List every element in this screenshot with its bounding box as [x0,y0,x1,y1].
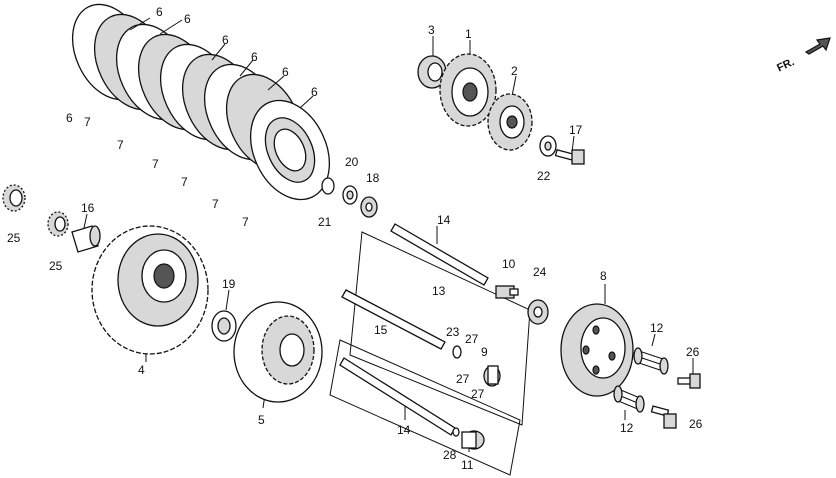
callout-3: 3 [428,23,435,37]
front-direction-label: FR. [775,56,796,74]
callout-6: 6 [156,5,163,19]
washer-21 [321,177,335,195]
nut-18 [360,196,378,218]
clip-23 [452,345,462,359]
callout-17: 17 [569,123,583,137]
reference-numbers: 6 6 6 6 6 6 6 7 7 7 7 7 7 3 1 2 17 22 20… [7,5,703,472]
needle-bearing-25-lower [47,211,69,237]
collar-16 [71,225,101,253]
callout-22: 22 [537,169,551,183]
gear-1 [439,53,497,127]
callout-27: 27 [456,372,470,386]
callout-6: 6 [222,33,229,47]
clutch-outer-4 [91,225,209,355]
callout-27: 27 [471,387,485,401]
needle-bearing-25-upper [2,184,26,212]
lifter-rod-14-upper [390,223,489,286]
callout-7: 7 [84,115,91,129]
callout-28: 28 [443,448,457,462]
callout-6: 6 [282,65,289,79]
callout-14: 14 [437,213,451,227]
callout-10: 10 [502,257,516,271]
callout-2: 2 [511,64,518,78]
callout-13: 13 [432,284,446,298]
callout-26: 26 [689,417,703,431]
callout-15: 15 [374,323,388,337]
callout-26: 26 [686,345,700,359]
spring-12-lower [613,385,645,413]
callout-6: 6 [184,12,191,26]
callout-14: 14 [397,423,411,437]
callout-21: 21 [318,215,332,229]
callout-6: 6 [311,85,318,99]
pin-28 [452,427,460,437]
lifter-rod-14-lower [339,357,456,436]
lifter-rod-15 [341,289,446,350]
piece-11 [461,430,485,450]
callout-7: 7 [152,157,159,171]
callout-7: 7 [212,197,219,211]
piece-9 [483,365,501,387]
callout-6: 6 [66,111,73,125]
pressure-plate-8 [560,303,634,397]
callout-6: 6 [251,50,258,64]
bolt-10 [495,285,519,299]
front-direction-arrow [804,37,831,55]
gear-2 [487,93,533,151]
callout-23: 23 [446,325,460,339]
washer-22 [539,135,557,157]
callout-1: 1 [465,27,472,41]
callout-16: 16 [81,201,95,215]
spring-12-upper [633,347,669,375]
callout-20: 20 [345,155,359,169]
callout-7: 7 [242,215,249,229]
callout-8: 8 [600,269,607,283]
callout-19: 19 [222,277,236,291]
callout-12: 12 [620,421,634,435]
callout-24: 24 [533,265,547,279]
callout-7: 7 [181,175,188,189]
callout-4: 4 [138,363,145,377]
clutch-center-5 [233,301,323,403]
callout-7: 7 [117,138,124,152]
callout-18: 18 [366,171,380,185]
lock-washer-20 [342,185,358,205]
callout-25: 25 [7,231,21,245]
bearing-24 [527,299,549,325]
bolt-17 [554,148,585,165]
clutch-plate-stack [71,3,330,201]
callout-11: 11 [461,458,474,472]
washer-19 [211,310,237,342]
callout-27: 27 [465,332,479,346]
bolt-26-lower [650,405,677,429]
callout-9: 9 [481,345,488,359]
callout-25: 25 [49,259,63,273]
bolt-26-upper [677,373,701,389]
parts-frame [329,231,531,476]
callout-12: 12 [650,321,664,335]
callout-5: 5 [258,413,265,427]
